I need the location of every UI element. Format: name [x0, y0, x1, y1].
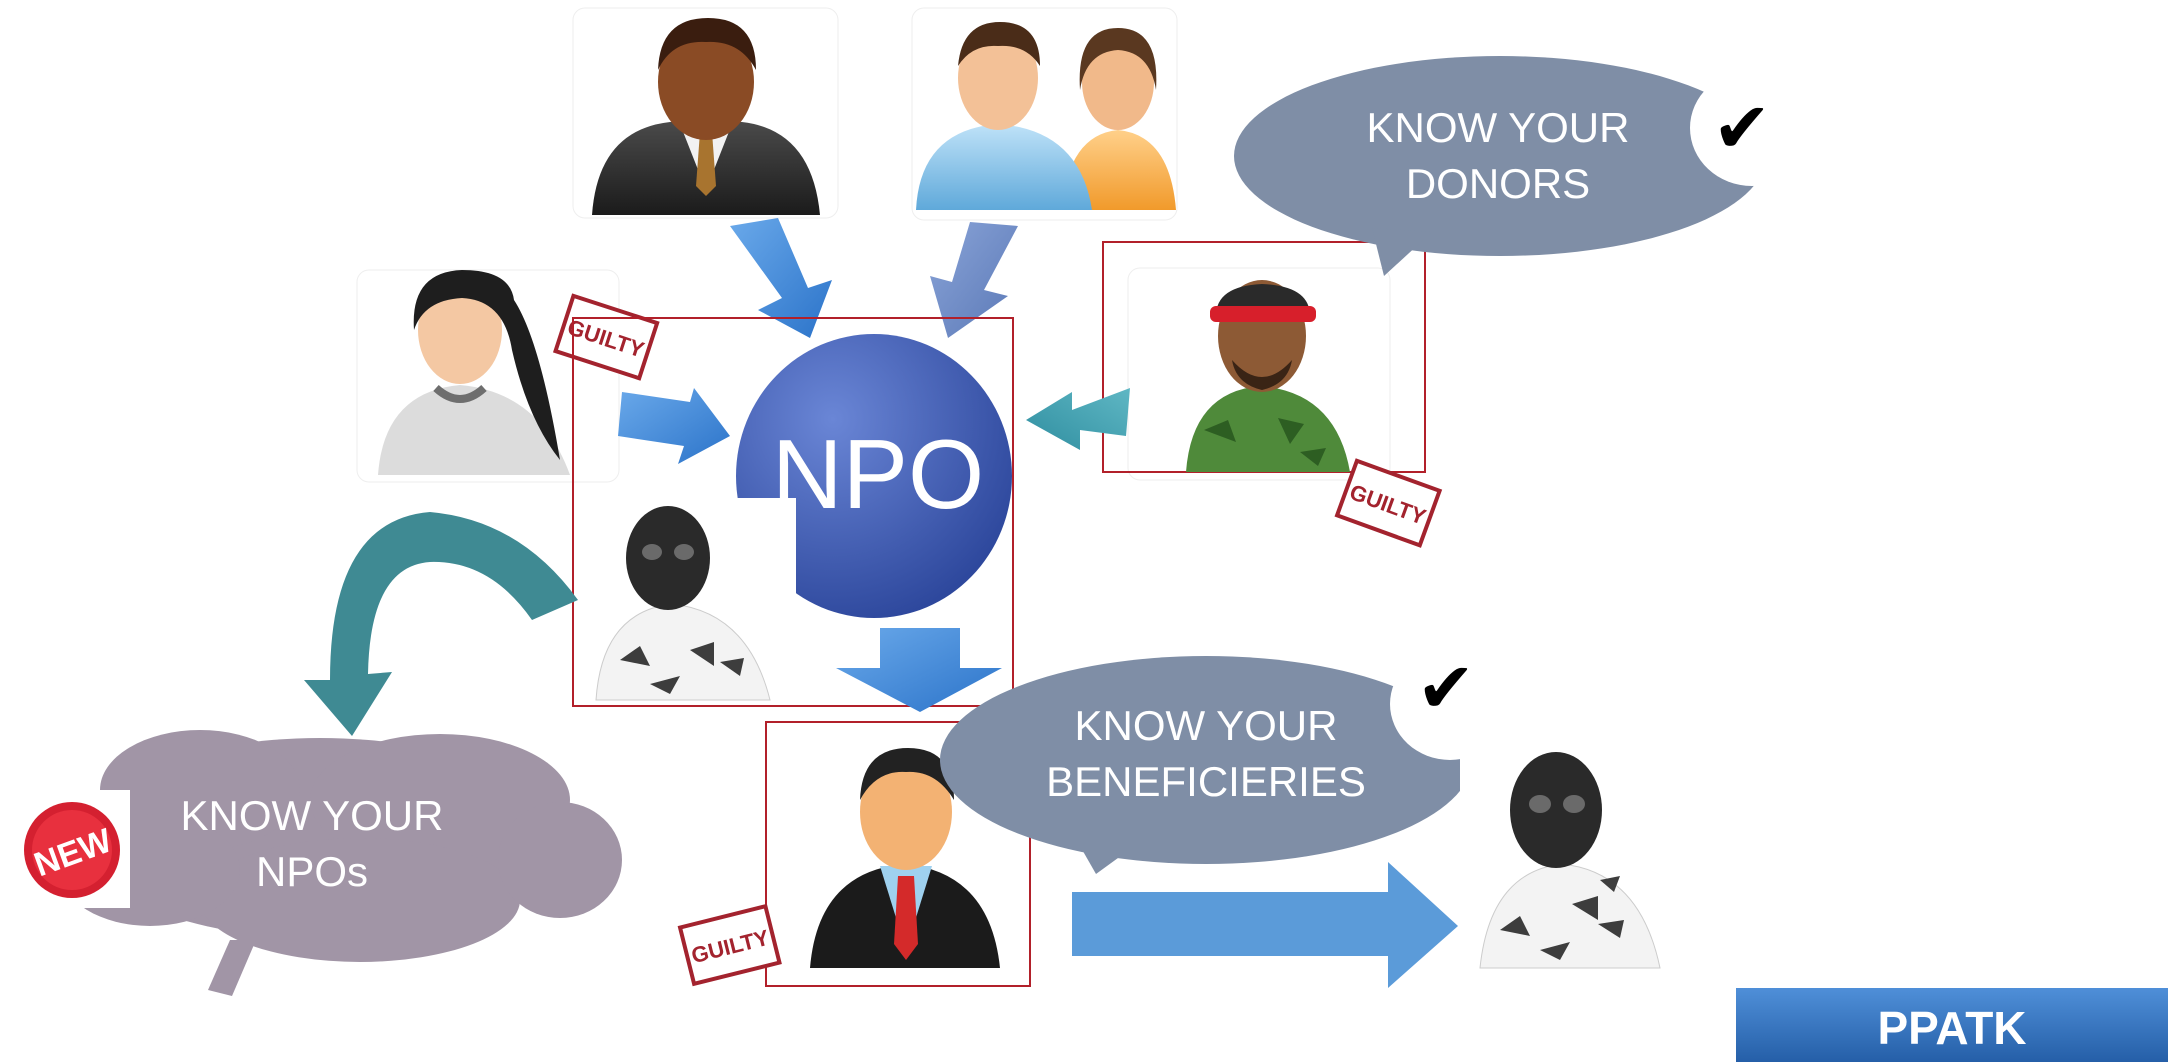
curved-arrow-to-npos: [304, 512, 578, 736]
ppatk-footer: PPATK: [1736, 988, 2168, 1062]
arrow-down-from-couple: [930, 222, 1018, 338]
masked-person-icon: [595, 498, 796, 701]
businessman-icon: [572, 7, 839, 219]
beneficiaries-speech-bubble: [940, 648, 1510, 874]
donors-check-icon: ✔: [1713, 87, 1772, 169]
donors-line-2: DONORS: [1406, 160, 1590, 207]
new-badge-icon: NEW: [24, 802, 120, 898]
guilty-stamp: GUILTY: [552, 293, 660, 381]
beneficiaries-check-icon: ✔: [1417, 647, 1476, 729]
npo-red-frame: [572, 317, 1014, 707]
guilty-stamp: GUILTY: [677, 903, 782, 987]
arrow-right-from-woman: [618, 388, 730, 464]
masked-person-icon: [1460, 740, 1692, 970]
ppatk-label: PPATK: [1877, 1002, 2026, 1054]
official-red-frame: [765, 721, 1031, 987]
arrow-left-from-soldier: [1026, 388, 1130, 450]
donors-line-1: KNOW YOUR: [1367, 104, 1630, 151]
beneficiaries-line-1: KNOW YOUR: [1075, 702, 1338, 749]
arrow-right-to-masked-person: [1072, 862, 1458, 988]
woman-icon: [356, 269, 620, 483]
npo-label: NPO: [772, 419, 984, 529]
couple-icon: [911, 7, 1178, 221]
beneficiaries-line-2: BENEFICIERIES: [1046, 758, 1366, 805]
donors-speech-bubble: [1234, 56, 1814, 276]
guilty-stamp: GUILTY: [1334, 458, 1443, 548]
npo-circle: [736, 334, 1012, 618]
npos-line-2: NPOs: [256, 848, 368, 895]
soldier-icon: [1102, 241, 1426, 481]
npos-thought-cloud: [32, 730, 622, 996]
arrow-down-from-npo: [836, 628, 1002, 712]
official-icon: [810, 748, 1000, 968]
arrow-down-from-businessman: [730, 218, 832, 338]
npos-line-1: KNOW YOUR: [181, 792, 444, 839]
